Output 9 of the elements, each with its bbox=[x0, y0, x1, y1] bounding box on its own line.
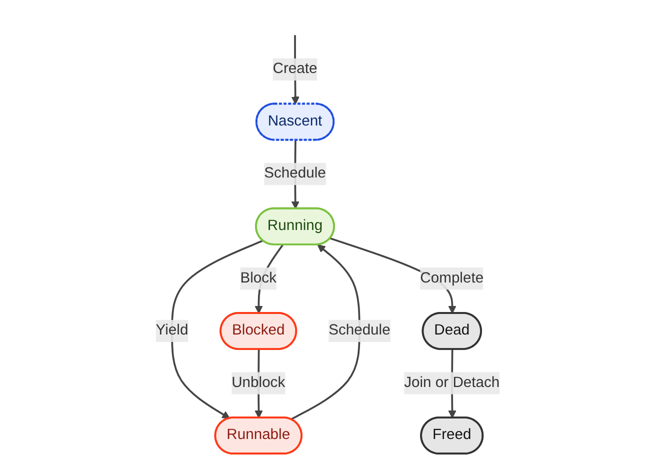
edge-label: Schedule bbox=[328, 322, 391, 338]
edge-label: Join or Detach bbox=[404, 374, 500, 391]
edge-label: Complete bbox=[420, 270, 484, 286]
edge-label: Yield bbox=[156, 322, 188, 338]
edge-label: Block bbox=[240, 270, 277, 286]
arrow bbox=[290, 244, 361, 420]
edge-label: Create bbox=[273, 61, 318, 77]
edge-label: Schedule bbox=[264, 166, 326, 182]
edge-label: Unblock bbox=[232, 374, 286, 391]
